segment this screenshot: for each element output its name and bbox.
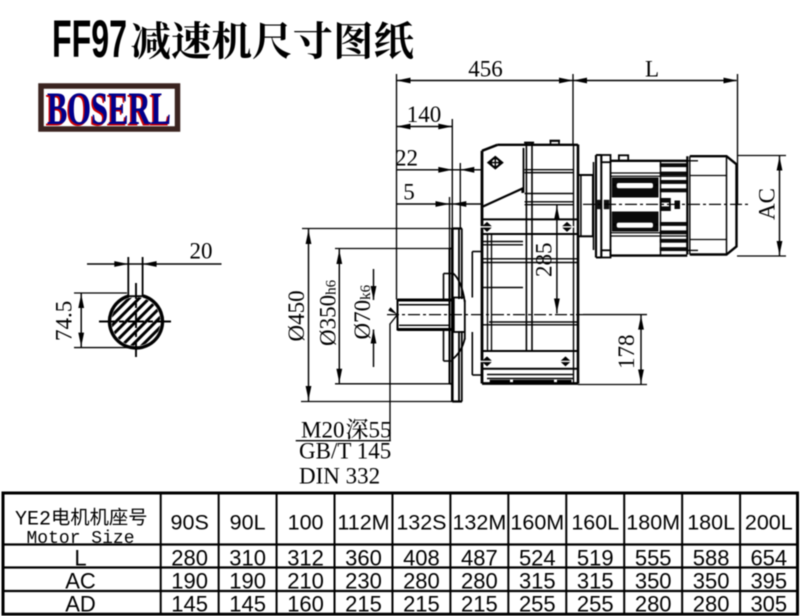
- svg-text:312: 312: [287, 546, 324, 571]
- svg-text:FF97: FF97: [52, 10, 127, 69]
- svg-text:280: 280: [461, 569, 498, 594]
- svg-text:180L: 180L: [687, 511, 735, 535]
- svg-text:L: L: [645, 57, 659, 82]
- svg-text:160: 160: [287, 591, 324, 616]
- svg-text:132S: 132S: [396, 511, 446, 535]
- svg-text:654: 654: [750, 546, 787, 571]
- svg-text:Ø450: Ø450: [284, 290, 309, 341]
- svg-text:215: 215: [403, 591, 440, 616]
- svg-text:230: 230: [345, 569, 382, 594]
- svg-text:305: 305: [750, 591, 787, 616]
- svg-text:350: 350: [635, 569, 672, 594]
- svg-text:L: L: [74, 546, 86, 571]
- svg-text:GB/T 145: GB/T 145: [299, 439, 391, 464]
- svg-text:280: 280: [171, 546, 208, 571]
- svg-text:Ø350h6: Ø350h6: [316, 279, 341, 346]
- svg-text:310: 310: [229, 546, 266, 571]
- svg-text:178: 178: [614, 335, 639, 370]
- svg-text:74.5: 74.5: [52, 301, 77, 341]
- svg-text:DIN 332: DIN 332: [299, 464, 380, 489]
- svg-text:AC: AC: [65, 569, 96, 594]
- svg-text:200L: 200L: [745, 511, 793, 535]
- svg-text:524: 524: [519, 546, 556, 571]
- svg-text:22: 22: [395, 146, 418, 171]
- svg-text:315: 315: [519, 569, 556, 594]
- svg-text:Ø70k6: Ø70k6: [350, 284, 375, 339]
- svg-text:BOSERL: BOSERL: [46, 85, 170, 137]
- svg-text:395: 395: [750, 569, 787, 594]
- svg-text:145: 145: [171, 591, 208, 616]
- svg-text:180M: 180M: [626, 511, 680, 535]
- svg-text:456: 456: [468, 57, 503, 82]
- svg-text:Motor Size: Motor Size: [26, 529, 134, 549]
- svg-text:285: 285: [532, 243, 557, 278]
- svg-text:160L: 160L: [571, 511, 619, 535]
- svg-text:20: 20: [190, 239, 213, 264]
- svg-text:AC: AC: [755, 188, 780, 220]
- svg-text:M20: M20: [301, 418, 344, 443]
- svg-text:519: 519: [577, 546, 614, 571]
- svg-text:408: 408: [403, 546, 440, 571]
- svg-text:255: 255: [577, 591, 614, 616]
- svg-text:215: 215: [345, 591, 382, 616]
- svg-text:140: 140: [407, 102, 442, 127]
- svg-text:BOSERL: BOSERL: [47, 83, 171, 135]
- svg-text:280: 280: [403, 569, 440, 594]
- svg-text:190: 190: [229, 569, 266, 594]
- svg-text:210: 210: [287, 569, 324, 594]
- svg-text:350: 350: [693, 569, 730, 594]
- svg-text:AD: AD: [65, 591, 96, 616]
- svg-text:588: 588: [693, 546, 730, 571]
- svg-text:90L: 90L: [230, 511, 266, 535]
- svg-text:280: 280: [635, 591, 672, 616]
- svg-text:190: 190: [171, 569, 208, 594]
- svg-text:112M: 112M: [337, 511, 389, 535]
- svg-text:280: 280: [693, 591, 730, 616]
- svg-text:215: 215: [461, 591, 498, 616]
- svg-text:160M: 160M: [510, 511, 564, 535]
- svg-text:315: 315: [577, 569, 614, 594]
- svg-text:360: 360: [345, 546, 382, 571]
- svg-text:555: 555: [635, 546, 672, 571]
- svg-text:132M: 132M: [452, 511, 506, 535]
- svg-text:90S: 90S: [171, 511, 209, 535]
- svg-text:YE2: YE2: [15, 509, 51, 532]
- svg-text:145: 145: [229, 591, 266, 616]
- svg-text:487: 487: [461, 546, 498, 571]
- svg-text:55: 55: [369, 418, 392, 443]
- svg-text:5: 5: [403, 180, 415, 205]
- svg-text:255: 255: [519, 591, 556, 616]
- svg-text:100: 100: [288, 511, 324, 535]
